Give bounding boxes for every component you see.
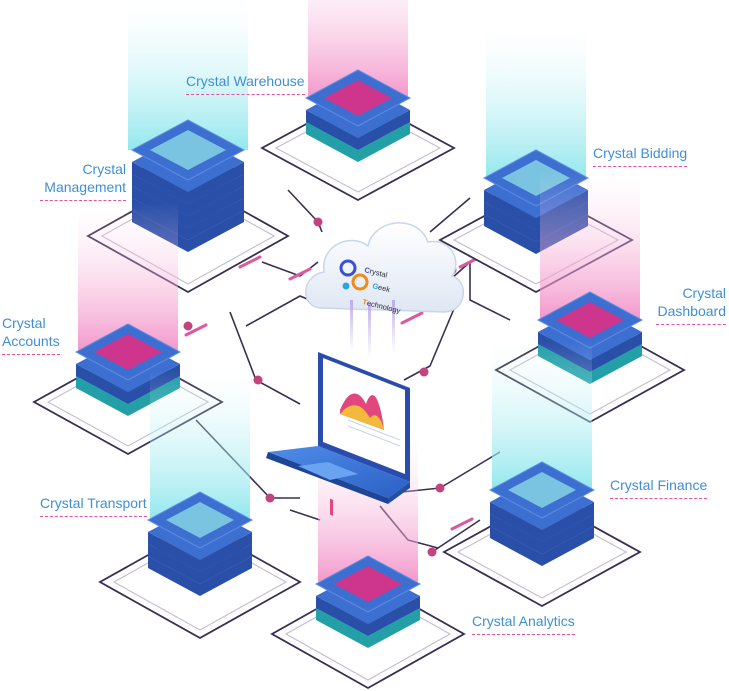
server-group xyxy=(32,0,686,690)
label-underline xyxy=(2,354,60,355)
server-top-glow xyxy=(94,334,162,370)
connection-pulse xyxy=(184,323,208,337)
cloud-logo-text: Geek xyxy=(372,281,392,294)
connection-node xyxy=(265,493,275,503)
connection-node xyxy=(183,321,193,331)
cloud-logo-text: Crystal xyxy=(364,265,389,279)
label-line: Crystal Bidding xyxy=(593,145,688,161)
server-layer-side xyxy=(132,174,244,216)
server-top-glow xyxy=(166,502,234,538)
server-layer-side xyxy=(148,556,252,596)
platform-inner xyxy=(112,533,288,631)
cloud-logo-letter: G xyxy=(372,281,380,291)
connection-pulse xyxy=(450,517,474,531)
light-beam xyxy=(492,340,592,490)
connection-pulse xyxy=(288,267,312,281)
server-layer-side xyxy=(490,526,594,566)
label-line: Crystal Finance xyxy=(610,477,708,493)
label-underline xyxy=(40,200,126,201)
connection-node xyxy=(253,375,263,385)
laptop xyxy=(266,352,410,516)
label-underline xyxy=(656,324,726,325)
label-line: Crystal xyxy=(2,315,46,331)
light-beam xyxy=(128,0,248,150)
label-underline xyxy=(593,166,688,167)
connection-node xyxy=(313,217,323,227)
connection-line xyxy=(451,261,511,321)
label-underline xyxy=(610,498,708,499)
server-stack-warehouse xyxy=(260,0,456,202)
label-line: Crystal xyxy=(682,285,726,301)
server-top-glow xyxy=(508,472,576,508)
server-layer-side xyxy=(490,502,594,542)
connection-line xyxy=(289,509,321,521)
cloud-logo-letter: C xyxy=(364,265,372,275)
label-warehouse: Crystal Warehouse xyxy=(186,72,305,95)
server-layer-side xyxy=(148,544,252,584)
label-bidding: Crystal Bidding xyxy=(593,144,688,167)
label-line: Crystal Analytics xyxy=(472,613,575,629)
light-beam xyxy=(486,28,586,178)
label-line: Management xyxy=(44,179,126,195)
connection-line xyxy=(403,303,457,381)
label-underline xyxy=(186,94,305,95)
label-finance: Crystal Finance xyxy=(610,476,708,499)
label-analytics: Crystal Analytics xyxy=(472,612,575,635)
connection-line xyxy=(431,519,481,553)
server-layer-side xyxy=(316,608,420,648)
platform-inner xyxy=(456,505,628,599)
label-underline xyxy=(40,516,147,517)
platform-inner xyxy=(284,587,452,681)
cloud-logo-mark xyxy=(339,259,369,291)
connection-line xyxy=(261,261,319,277)
server-top-glow xyxy=(150,130,226,170)
connection-line xyxy=(429,197,471,233)
server-layer-side xyxy=(306,122,410,162)
server-layer-side xyxy=(490,514,594,554)
connection-pulse xyxy=(400,311,424,325)
light-beam xyxy=(540,170,640,320)
server-stack-transport xyxy=(98,370,302,640)
light-beam xyxy=(150,370,250,520)
server-top-glow xyxy=(324,80,392,116)
server-layer-side xyxy=(316,596,420,636)
platform-inner xyxy=(274,103,442,193)
light-beam xyxy=(308,0,408,98)
label-transport: Crystal Transport xyxy=(40,494,147,517)
cloud-logo-word: eek xyxy=(377,283,391,295)
connection-pulse xyxy=(238,255,262,269)
label-underline xyxy=(472,634,575,635)
laptop-screen-chart xyxy=(330,393,401,516)
server-top-glow xyxy=(556,302,624,338)
light-beam xyxy=(78,202,178,352)
connection-node xyxy=(435,483,445,493)
label-line: Crystal Warehouse xyxy=(186,73,305,89)
cloud-logo-word: rystal xyxy=(369,267,389,280)
cloud-hub xyxy=(305,222,465,358)
cloud-logo-letter: T xyxy=(362,297,369,307)
server-top-glow xyxy=(334,566,402,602)
server-layer-side xyxy=(148,532,252,572)
label-line: Crystal Transport xyxy=(40,495,147,511)
label-line: Crystal xyxy=(82,161,126,177)
label-line: Accounts xyxy=(2,333,60,349)
server-stack-finance xyxy=(442,340,642,608)
connection-node xyxy=(427,547,437,557)
server-layer-side xyxy=(306,110,410,150)
server-layer-side xyxy=(132,162,244,204)
label-line: Dashboard xyxy=(657,303,727,319)
connection-node xyxy=(419,367,429,377)
